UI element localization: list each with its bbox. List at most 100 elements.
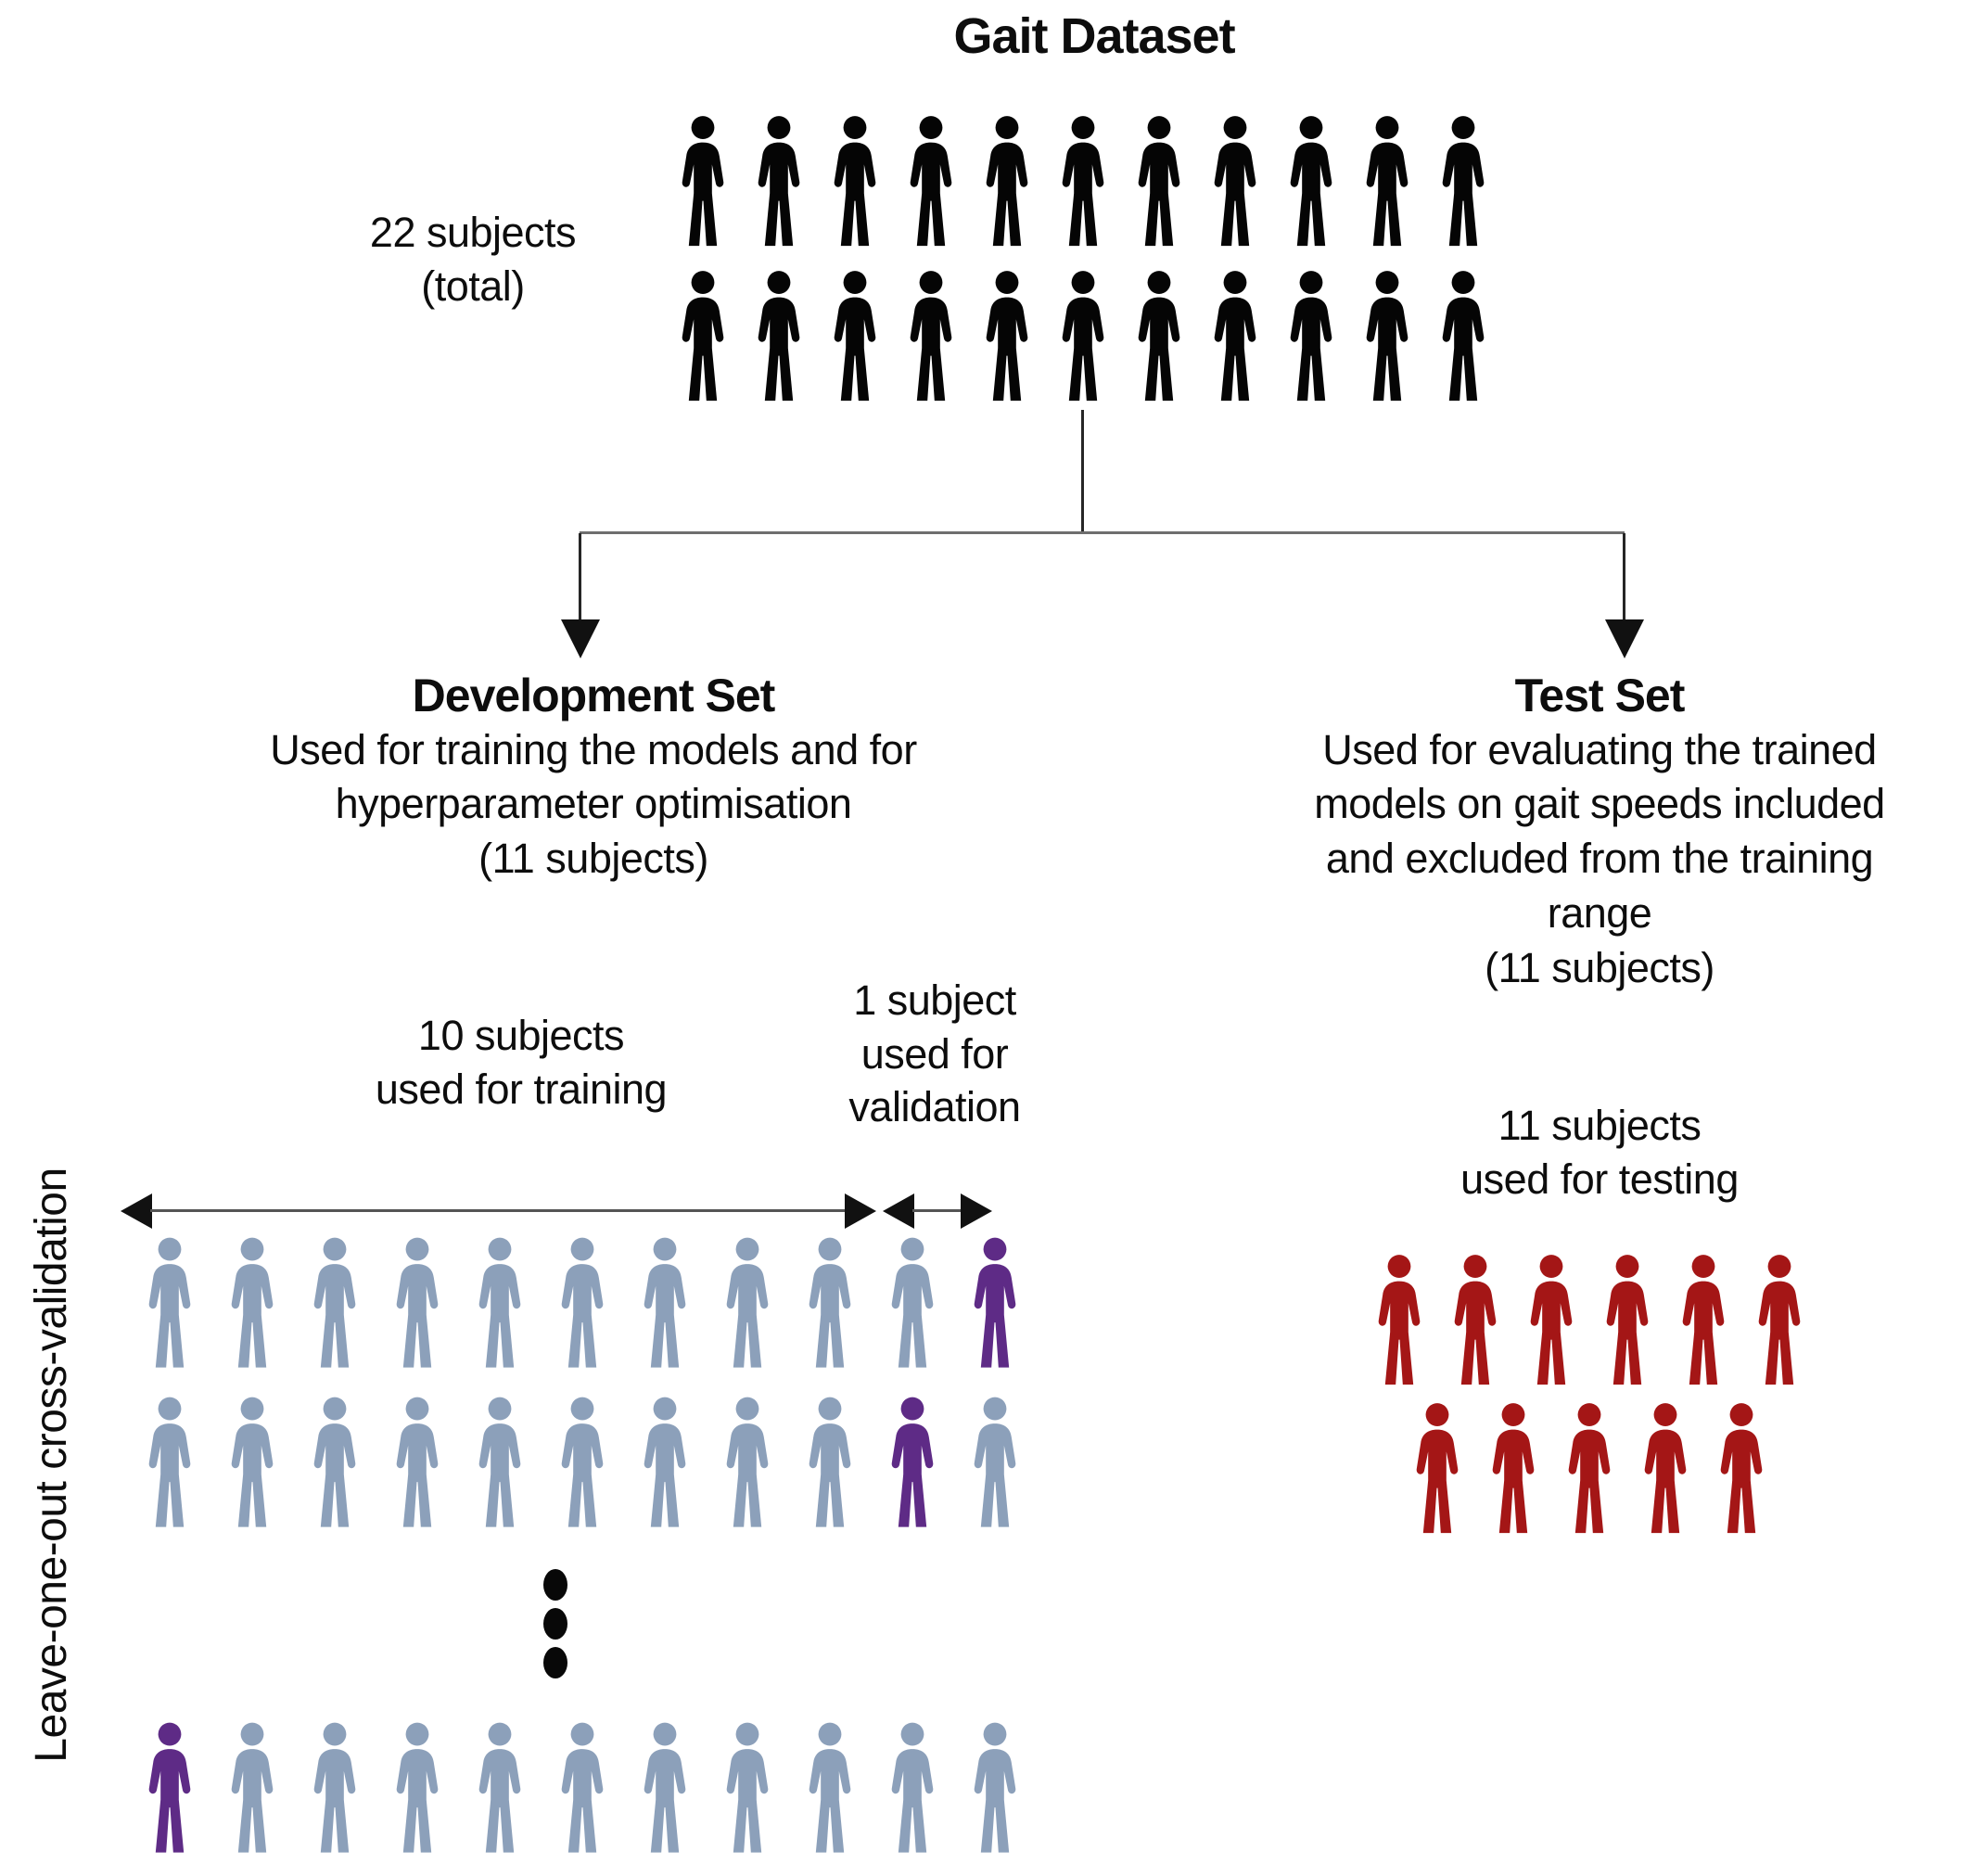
person-icon-red — [1606, 1255, 1649, 1385]
validation-range-arrow-line — [912, 1209, 962, 1212]
person-icon-black — [1290, 271, 1332, 402]
person-icon-black — [1366, 271, 1409, 402]
person-icon-gray — [644, 1397, 686, 1527]
gait-icons-row-1 — [674, 116, 1492, 250]
person-icon-black — [834, 271, 876, 402]
gait-dataset-title: Gait Dataset — [953, 8, 1235, 64]
test-icons-row-1 — [1370, 1255, 1808, 1389]
person-icon-gray — [231, 1397, 274, 1527]
person-icon-gray — [231, 1237, 274, 1368]
loocv-label: Leave-one-out cross-validation — [27, 1168, 76, 1763]
person-icon-gray — [726, 1722, 769, 1853]
test-icons-row-2 — [1409, 1403, 1770, 1538]
person-icon-gray — [726, 1237, 769, 1368]
person-icon-black — [1290, 116, 1332, 247]
test-desc-line4: range — [1547, 889, 1652, 938]
person-icon-gray — [478, 1397, 521, 1527]
person-icon-gray — [726, 1397, 769, 1527]
test-desc-line1: Used for evaluating the trained — [1322, 725, 1877, 773]
training-span-line2: used for training — [375, 1065, 668, 1113]
person-icon-red — [1454, 1255, 1497, 1385]
validation-span-label: 1 subject used for validation — [796, 974, 1074, 1134]
person-icon-black — [758, 271, 800, 402]
person-icon-gray — [313, 1722, 356, 1853]
person-icon-black — [910, 271, 952, 402]
person-icon-gray — [396, 1722, 439, 1853]
person-icon-black — [682, 116, 724, 247]
ellipsis-dots-icon — [543, 1569, 567, 1678]
person-icon-gray — [148, 1397, 191, 1527]
person-icon-black — [1062, 116, 1104, 247]
person-icon-gray — [644, 1722, 686, 1853]
person-icon-black — [1366, 116, 1409, 247]
validation-span-line3: validation — [848, 1083, 1021, 1131]
person-icon-red — [1758, 1255, 1801, 1385]
person-icon-gray — [231, 1722, 274, 1853]
total-subjects-line1: 22 subjects — [369, 209, 577, 256]
testing-count-line1: 11 subjects — [1498, 1102, 1702, 1149]
development-desc-line2: hyperparameter optimisation — [335, 780, 852, 828]
development-icons-row-2 — [141, 1396, 1024, 1533]
development-branch-line — [579, 533, 581, 621]
development-desc-line3: (11 subjects) — [478, 835, 708, 883]
person-icon-black — [1214, 271, 1256, 402]
person-icon-gray — [561, 1722, 604, 1853]
training-range-arrow-line — [150, 1209, 846, 1212]
ellipsis-dot-1 — [543, 1569, 567, 1601]
person-icon-black — [910, 116, 952, 247]
testing-count-line2: used for testing — [1460, 1155, 1739, 1203]
person-icon-red — [1530, 1255, 1573, 1385]
test-set-title: Test Set — [1514, 670, 1686, 721]
connector-stem — [1081, 410, 1084, 533]
person-icon-red — [1378, 1255, 1421, 1385]
person-icon-black — [682, 271, 724, 402]
person-icon-gray — [148, 1237, 191, 1368]
person-icon-black — [1062, 271, 1104, 402]
test-desc-line3: and excluded from the training — [1325, 835, 1874, 883]
test-desc-line5: (11 subjects) — [1485, 944, 1714, 992]
development-desc-line1: Used for training the models and for — [270, 725, 917, 773]
person-icon-black — [758, 116, 800, 247]
testing-count-label: 11 subjects used for testing — [1326, 1099, 1873, 1206]
total-subjects-label: 22 subjects (total) — [306, 206, 640, 313]
training-span-line1: 10 subjects — [417, 1012, 625, 1059]
development-arrowhead-icon — [561, 619, 600, 658]
training-range-arrow-left-icon — [121, 1193, 152, 1229]
person-icon-red — [1720, 1403, 1763, 1534]
development-set-heading: Development Set Used for training the mo… — [130, 670, 1057, 887]
person-icon-gray — [974, 1722, 1016, 1853]
training-range-arrow-right-icon — [845, 1193, 876, 1229]
person-icon-gray — [478, 1722, 521, 1853]
test-desc-line2: models on gait speeds included — [1314, 780, 1885, 828]
training-span-label: 10 subjects used for training — [317, 1009, 725, 1116]
validation-span-line2: used for — [860, 1029, 1009, 1078]
person-icon-purple — [891, 1397, 934, 1527]
person-icon-gray — [561, 1237, 604, 1368]
person-icon-gray — [478, 1237, 521, 1368]
person-icon-black — [986, 116, 1028, 247]
development-icons-row-1 — [141, 1236, 1024, 1373]
person-icon-red — [1492, 1403, 1535, 1534]
gait-dataset-icons — [674, 116, 1492, 405]
development-set-title: Development Set — [412, 670, 776, 721]
validation-range-arrow-left-icon — [883, 1193, 914, 1229]
test-branch-line — [1623, 533, 1625, 621]
person-icon-black — [834, 116, 876, 247]
gait-icons-row-2 — [674, 271, 1492, 405]
development-icons-row-3 — [141, 1721, 1024, 1858]
person-icon-black — [1138, 271, 1180, 402]
person-icon-gray — [313, 1237, 356, 1368]
person-icon-red — [1416, 1403, 1459, 1534]
person-icon-gray — [809, 1237, 851, 1368]
person-icon-gray — [561, 1397, 604, 1527]
person-icon-gray — [313, 1397, 356, 1527]
person-icon-gray — [396, 1237, 439, 1368]
person-icon-gray — [809, 1722, 851, 1853]
person-icon-gray — [644, 1237, 686, 1368]
total-subjects-line2: (total) — [421, 262, 525, 310]
person-icon-red — [1682, 1255, 1725, 1385]
person-icon-gray — [891, 1237, 934, 1368]
person-icon-purple — [148, 1722, 191, 1853]
person-icon-gray — [891, 1722, 934, 1853]
